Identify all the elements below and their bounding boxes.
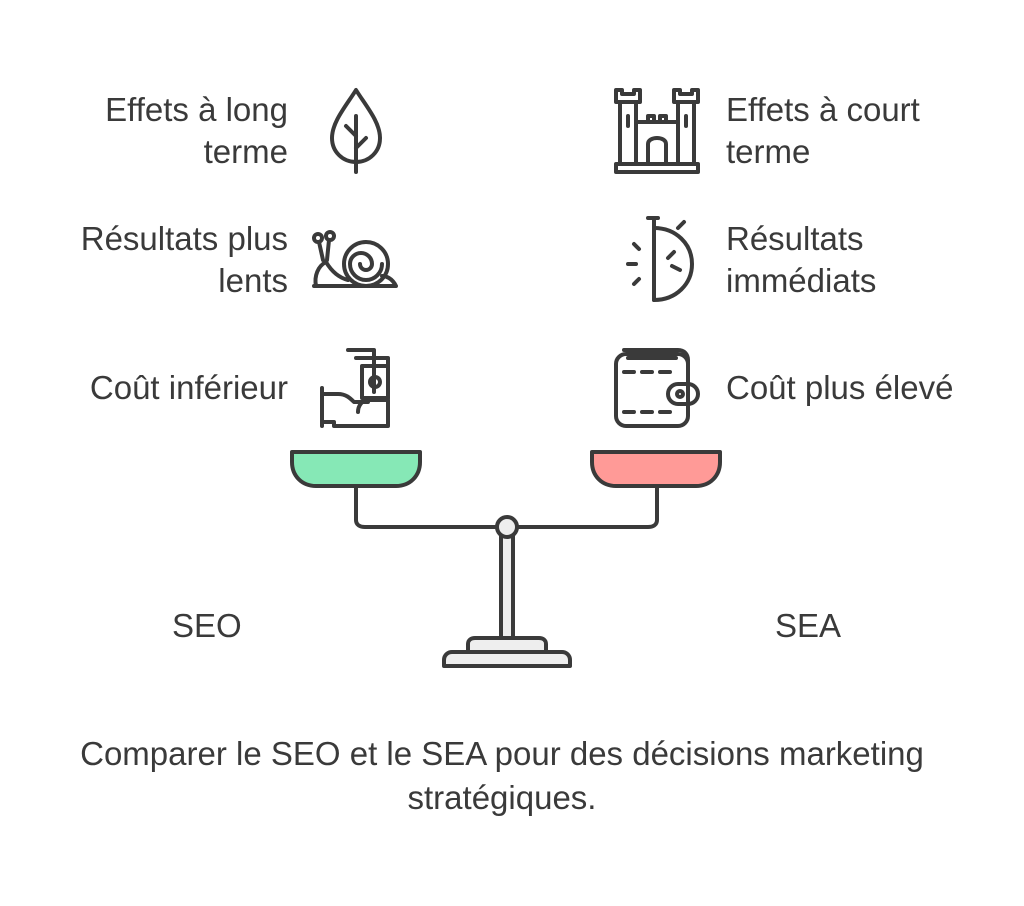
castle-icon: [612, 86, 702, 174]
sea-item-higher-cost: Coût plus élevé: [726, 369, 954, 406]
scale-pillar: [499, 526, 515, 642]
tree-icon: [328, 86, 384, 176]
scale-pivot: [495, 515, 519, 539]
seo-item-slow-results: Résultats plus lents: [80, 220, 288, 299]
scale-base-upper: [466, 636, 548, 654]
seo-item-lower-cost: Coût inférieur: [89, 369, 288, 406]
wallet-icon: [612, 346, 702, 430]
sea-item-short-term: Effets à court terme: [726, 91, 920, 170]
sea-item-immediate-results: Résultats immédiats: [726, 220, 877, 299]
stopwatch-icon: [624, 214, 700, 304]
sea-title: SEA: [775, 607, 842, 644]
seo-pan: [290, 450, 422, 488]
scale-base-lower: [442, 650, 572, 668]
hand-money-icon: [318, 346, 394, 430]
diagram-caption: Comparer le SEO et le SEA pour des décis…: [80, 735, 924, 816]
seo-item-long-term: Effets à long terme: [105, 91, 288, 170]
sea-pan: [590, 450, 722, 488]
snail-icon: [310, 230, 402, 290]
seo-title: SEO: [172, 607, 242, 644]
